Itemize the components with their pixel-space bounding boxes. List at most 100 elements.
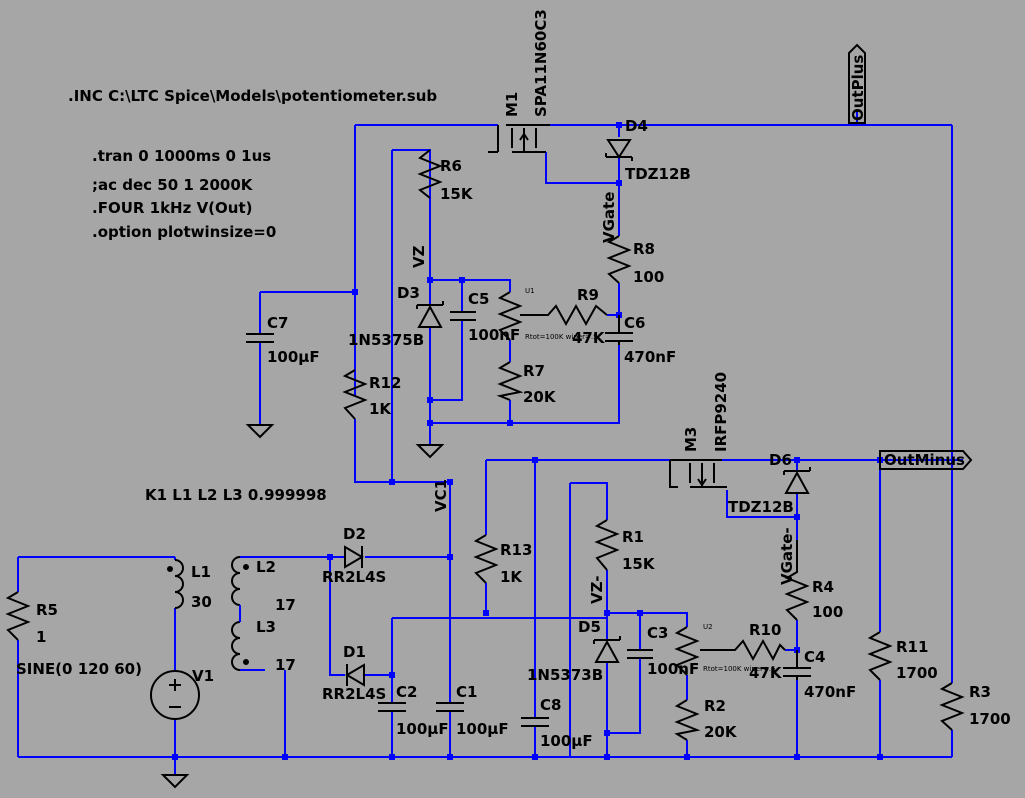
- four-directive: .FOUR 1kHz V(Out): [92, 199, 253, 217]
- c1-value: 100µF: [456, 720, 509, 738]
- capacitor-c1[interactable]: C1 100µF: [436, 683, 509, 738]
- c4-value: 470nF: [804, 683, 856, 701]
- resistor-r8[interactable]: R8 100: [606, 235, 664, 286]
- l2-name: L2: [256, 558, 276, 576]
- l3-name: L3: [256, 618, 276, 636]
- r5-value: 1: [36, 628, 46, 646]
- c8-name: C8: [540, 696, 561, 714]
- c2-name: C2: [396, 683, 417, 701]
- d4-value: TDZ12B: [625, 165, 691, 183]
- vz-net-label: VZ: [410, 245, 428, 268]
- capacitor-c6[interactable]: C6 470nF: [605, 314, 676, 366]
- potentiometer-u2[interactable]: U2 Rtot=100K wiper=.5: [674, 623, 776, 676]
- r8-value: 100: [633, 268, 664, 286]
- r9-name: R9: [577, 286, 599, 304]
- r12-value: 1K: [369, 400, 392, 418]
- resistor-r4[interactable]: R4 100: [784, 540, 843, 621]
- ground-symbol-r7: [415, 444, 445, 459]
- resistor-r12[interactable]: R12 1K: [342, 369, 401, 420]
- l2-value: 17: [275, 596, 296, 614]
- inductor-l3[interactable]: L3 17: [231, 618, 296, 674]
- r10-value: 47K: [749, 664, 783, 682]
- r3-value: 1700: [969, 710, 1011, 728]
- option-directive: .option plotwinsize=0: [92, 223, 276, 241]
- r5-name: R5: [36, 601, 58, 619]
- resistor-r11[interactable]: R11 1700: [867, 631, 938, 682]
- coupling-directive: K1 L1 L2 L3 0.999998: [145, 486, 327, 504]
- inductor-l2[interactable]: L2 17: [231, 556, 296, 614]
- vc1-net-label: VC1: [432, 479, 450, 512]
- c2-value: 100µF: [396, 720, 449, 738]
- c1-name: C1: [456, 683, 477, 701]
- mosfet-m1[interactable]: M1 SPA11N60C3: [488, 9, 550, 153]
- zener-d6[interactable]: D6 TDZ12B: [728, 451, 811, 516]
- r9-value: 47K: [572, 329, 606, 347]
- vgate-minus-net-label: VGate-: [778, 527, 796, 585]
- capacitor-c2[interactable]: C2 100µF: [378, 683, 449, 738]
- vgate-net-label: VGate: [600, 192, 618, 243]
- d5-name: D5: [578, 618, 601, 636]
- r12-name: R12: [369, 374, 401, 392]
- ground-symbol-c7: [245, 424, 275, 439]
- l1-value: 30: [191, 593, 212, 611]
- r2-name: R2: [704, 697, 726, 715]
- ac-directive: ;ac dec 50 1 2000K: [92, 176, 254, 194]
- r6-name: R6: [440, 157, 462, 175]
- u1-note: Rtot=100K wiper=.5: [525, 333, 598, 341]
- r7-name: R7: [523, 362, 545, 380]
- r1-name: R1: [622, 528, 644, 546]
- capacitor-c5[interactable]: C5 100nF: [450, 290, 520, 344]
- resistor-r5[interactable]: R5 1: [5, 591, 58, 646]
- capacitor-c3[interactable]: C3 100nF: [627, 624, 699, 678]
- wires: [17, 110, 963, 775]
- capacitor-c4[interactable]: C4 470nF: [783, 648, 856, 701]
- c4-name: C4: [804, 648, 825, 666]
- c7-name: C7: [267, 314, 288, 332]
- r1-value: 15K: [622, 555, 656, 573]
- zener-d3[interactable]: D3 1N5375B: [348, 284, 444, 349]
- resistor-r13[interactable]: R13 1K: [473, 534, 532, 586]
- diode-d2[interactable]: D2 RR2L4S: [322, 525, 386, 586]
- diode-d1[interactable]: D1 RR2L4S: [322, 643, 386, 703]
- d2-name: D2: [343, 525, 366, 543]
- c6-name: C6: [624, 314, 645, 332]
- inductor-l1[interactable]: L1 30: [167, 559, 212, 611]
- c3-value: 100nF: [647, 660, 699, 678]
- d6-name: D6: [769, 451, 792, 469]
- d1-value: RR2L4S: [322, 685, 386, 703]
- tran-directive: .tran 0 1000ms 0 1us: [92, 147, 271, 165]
- m3-name: M3: [682, 427, 700, 452]
- r7-value: 20K: [523, 388, 557, 406]
- resistor-r9[interactable]: R9 47K: [520, 286, 608, 347]
- d3-value: 1N5375B: [348, 331, 424, 349]
- zener-d4[interactable]: D4 TDZ12B: [605, 117, 691, 183]
- capacitor-c7[interactable]: C7 100µF: [246, 314, 320, 366]
- resistor-r1[interactable]: R1 15K: [594, 519, 656, 573]
- resistor-r10[interactable]: R10 47K: [700, 621, 786, 682]
- m1-name: M1: [503, 92, 521, 117]
- capacitor-c8[interactable]: C8 100µF: [521, 696, 593, 750]
- outplus-port[interactable]: OutPlus: [848, 43, 867, 124]
- mosfet-m3[interactable]: M3 IRFP9240: [669, 372, 730, 488]
- r3-name: R3: [969, 683, 991, 701]
- u2-name: U2: [703, 623, 713, 631]
- zener-d5[interactable]: D5 1N5373B: [527, 618, 621, 684]
- d4-name: D4: [625, 117, 648, 135]
- r6-value: 15K: [440, 185, 474, 203]
- potentiometer-u1[interactable]: U1 Rtot=100K wiper=.5: [497, 287, 598, 341]
- v1-name: V1: [192, 667, 214, 685]
- r11-value: 1700: [896, 664, 938, 682]
- c7-value: 100µF: [267, 348, 320, 366]
- resistor-r2[interactable]: R2 20K: [674, 697, 738, 741]
- r11-name: R11: [896, 638, 928, 656]
- resistor-r6[interactable]: R6 15K: [417, 149, 474, 203]
- c8-value: 100µF: [540, 732, 593, 750]
- r4-name: R4: [812, 578, 834, 596]
- outminus-port[interactable]: OutMinus: [879, 450, 973, 470]
- l1-name: L1: [191, 563, 211, 581]
- ground-symbol-main: [160, 774, 190, 789]
- resistor-r3[interactable]: R3 1700: [939, 682, 1011, 731]
- voltage-source-v1[interactable]: V1 SINE(0 120 60): [16, 660, 214, 720]
- resistor-r7[interactable]: R7 20K: [496, 361, 557, 406]
